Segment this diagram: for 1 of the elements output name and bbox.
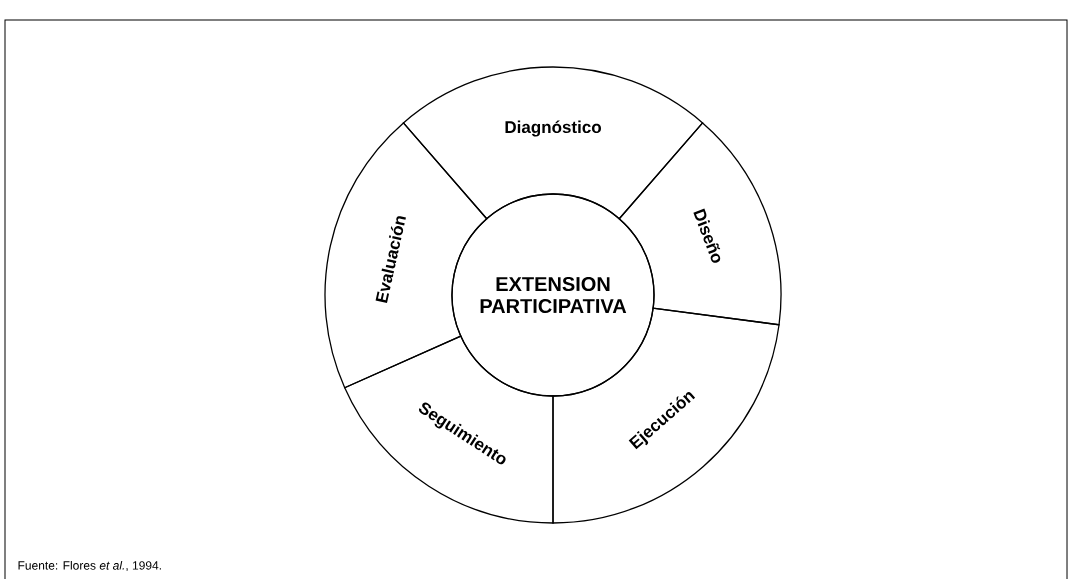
source-note: Fuente: Flores et al., 1994.	[18, 560, 161, 572]
